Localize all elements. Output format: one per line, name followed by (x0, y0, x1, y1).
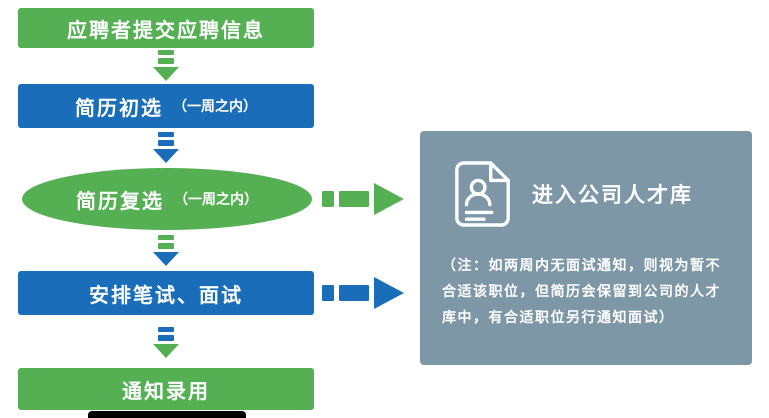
arrow-stripe (158, 335, 174, 341)
step-sublabel: （一周之内） (173, 99, 257, 115)
arrow-head-icon (153, 67, 179, 81)
step-label: 简历初选 (75, 95, 163, 120)
panel-note: （注：如两周内无面试通知，则视为暂不合适该职位，但简历会保留到公司的人才库中，有… (442, 258, 721, 326)
arrow-stripe (158, 132, 174, 137)
arrow-stripe (158, 50, 174, 55)
resume-icon (452, 159, 514, 229)
flow-step-resume-recheck: 简历复选 （一周之内） (22, 168, 312, 230)
arrow-stripe (158, 327, 174, 332)
arrow-head-icon (153, 344, 179, 358)
arrow-head-icon (374, 183, 404, 215)
down-arrow-2 (153, 132, 179, 163)
step-label: 安排笔试、面试 (89, 282, 243, 307)
arrow-stripe (339, 191, 369, 207)
arrow-stripe (322, 285, 334, 301)
bottom-crop-bar (88, 411, 246, 418)
step-label: 简历复选 (76, 188, 164, 213)
arrow-stripe (158, 243, 174, 249)
step-sublabel: （一周之内） (174, 192, 258, 208)
down-arrow-1 (153, 50, 179, 81)
panel-header: 进入公司人才库 (442, 159, 734, 229)
arrow-stripe (339, 285, 369, 301)
right-arrow-from-recheck (322, 183, 404, 215)
down-arrow-3 (153, 235, 179, 266)
arrow-stripe (158, 140, 174, 146)
arrow-head-icon (153, 252, 179, 266)
step-label: 应聘者提交应聘信息 (67, 17, 265, 42)
arrow-head-icon (374, 277, 404, 309)
down-arrow-4 (153, 327, 179, 358)
flow-step-tests-interview: 安排笔试、面试 (18, 271, 314, 315)
right-arrow-from-interview (322, 277, 404, 309)
flow-step-initial-screen: 简历初选 （一周之内） (18, 84, 314, 128)
arrow-stripe (322, 191, 334, 207)
arrow-head-icon (153, 149, 179, 163)
flow-step-submit-info: 应聘者提交应聘信息 (18, 8, 314, 48)
panel-title: 进入公司人才库 (532, 183, 693, 207)
arrow-stripe (158, 235, 174, 240)
flow-step-offer-notice: 通知录用 (18, 368, 314, 410)
arrow-stripe (158, 58, 174, 64)
talent-pool-panel: 进入公司人才库 （注：如两周内无面试通知，则视为暂不合适该职位，但简历会保留到公… (420, 131, 752, 365)
step-label: 通知录用 (122, 378, 210, 403)
